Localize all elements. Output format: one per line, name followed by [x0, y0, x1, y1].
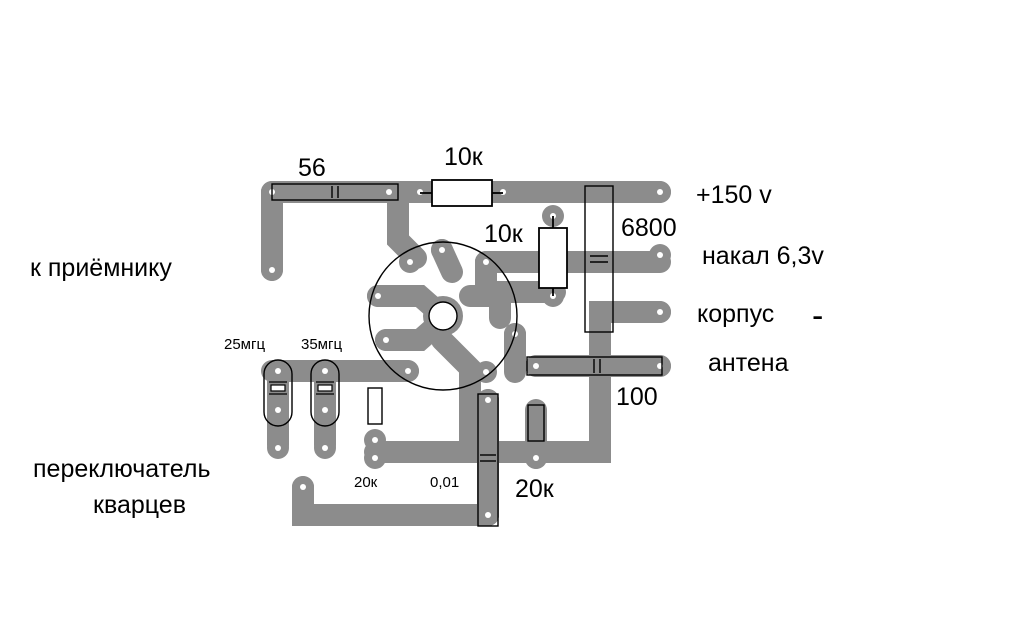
pad	[364, 429, 386, 451]
pad	[409, 181, 431, 203]
pads	[261, 181, 671, 526]
pad	[475, 251, 497, 273]
cap-6800	[584, 185, 614, 333]
label-switch-line1: переключатель	[33, 455, 211, 483]
label-resistor-20k-small: 20к	[354, 474, 378, 491]
copper-traces	[261, 181, 671, 526]
resistor-20k-small	[367, 387, 383, 425]
label-crystal-25: 25мгц	[224, 336, 265, 353]
label-to-receiver: к приёмнику	[30, 254, 172, 282]
crystal-25	[263, 359, 293, 427]
label-chassis: корпус	[697, 300, 774, 328]
pad	[649, 244, 671, 266]
pad	[261, 259, 283, 281]
pad	[267, 360, 289, 382]
pad	[431, 239, 453, 261]
pad	[375, 329, 397, 351]
pad	[649, 355, 671, 377]
pad	[267, 437, 289, 459]
component-labels: 56 10к 10к 6800 100 20к 0,01 20к 25мгц 3…	[224, 143, 677, 503]
pad	[364, 447, 386, 469]
label-cap-6800: 6800	[621, 214, 677, 242]
pad	[477, 389, 499, 411]
label-switch-line2: кварцев	[93, 491, 186, 519]
pad	[397, 360, 419, 382]
cap-001	[477, 393, 499, 527]
trace-socket-stub-right	[459, 285, 511, 329]
pad	[525, 447, 547, 469]
label-chassis-minus: -	[812, 297, 823, 335]
label-cap-001: 0,01	[430, 474, 459, 491]
label-filament: накал 6,3v	[702, 242, 824, 270]
cap-56	[271, 183, 399, 201]
pad	[649, 301, 671, 323]
label-antenna: антена	[708, 349, 789, 377]
pad	[292, 476, 314, 498]
tube-socket-outline	[368, 241, 518, 391]
label-resistor-10k-top: 10к	[444, 143, 484, 171]
label-crystal-35: 35мгц	[301, 336, 342, 353]
components	[263, 179, 663, 527]
pad	[378, 181, 400, 203]
trace-tube-down	[431, 329, 481, 463]
tube-socket	[368, 241, 518, 391]
pad	[477, 504, 499, 526]
pad	[399, 251, 421, 273]
label-cap-100: 100	[616, 383, 658, 411]
label-resistor-10k-vertical: 10к	[484, 220, 524, 248]
pad	[649, 181, 671, 203]
cap-100	[526, 356, 663, 376]
crystal-35	[310, 359, 340, 427]
label-cap-56: 56	[298, 154, 326, 182]
pad	[367, 285, 389, 307]
pad	[314, 437, 336, 459]
terminal-labels: +150 v накал 6,3v корпус - антена к приё…	[30, 181, 824, 519]
label-resistor-20k-large: 20к	[515, 475, 555, 503]
trace-switch-return	[292, 476, 499, 526]
pad	[492, 181, 514, 203]
resistor-10k-top	[420, 179, 503, 207]
pad	[267, 399, 289, 421]
pad	[525, 355, 547, 377]
pad	[314, 399, 336, 421]
resistor-10k-vertical	[538, 216, 568, 296]
resistor-20k-large	[527, 404, 545, 442]
pad	[475, 361, 497, 383]
label-plus-150v: +150 v	[696, 181, 772, 209]
pad	[314, 360, 336, 382]
